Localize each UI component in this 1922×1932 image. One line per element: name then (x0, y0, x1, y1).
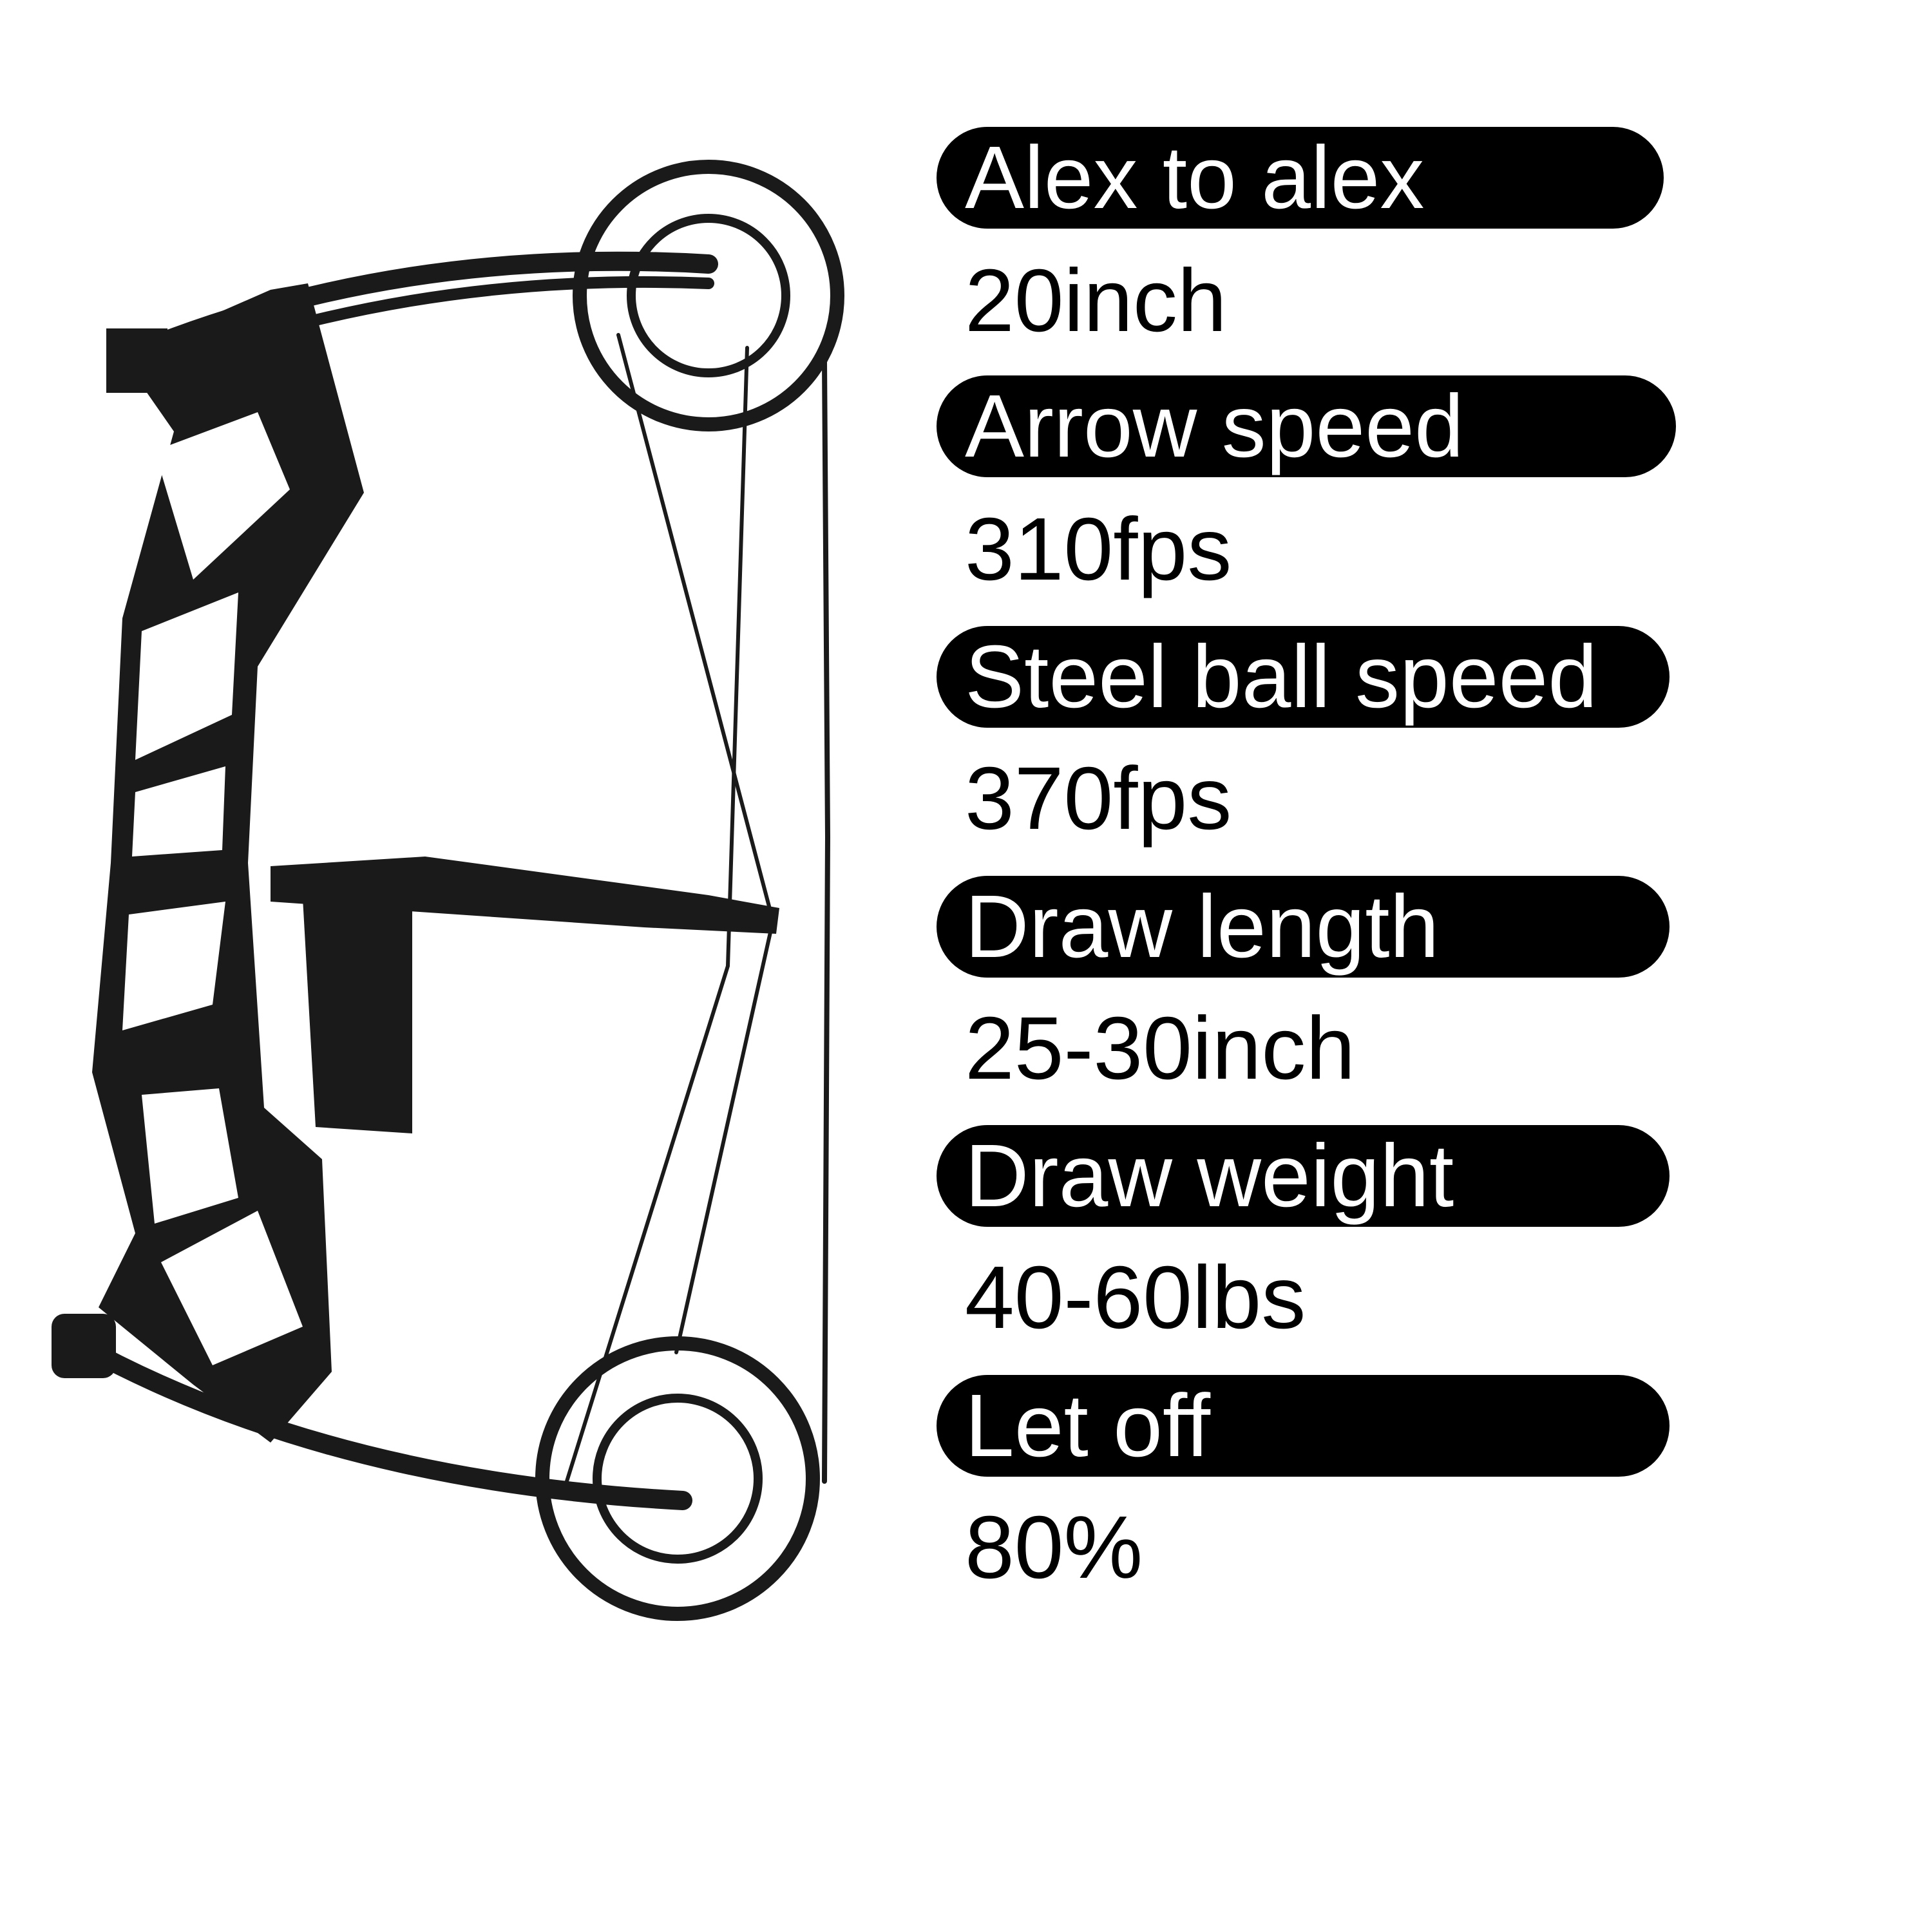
spec-label-let-off: Let off (937, 1375, 1670, 1477)
spec-label-axle-to-axle: Alex to alex (937, 127, 1664, 229)
cable-1 (616, 333, 775, 1354)
spec-value-let-off: 80% (965, 1498, 1143, 1597)
spec-value-steel-ball-speed: 370fps (965, 749, 1232, 848)
bottom-cam (535, 1336, 820, 1621)
spec-label-arrow-speed: Arrow speed (937, 375, 1676, 477)
cable-2 (565, 346, 749, 1483)
spec-label-text: Draw length (965, 877, 1440, 976)
spec-value-arrow-speed: 310fps (965, 500, 1232, 599)
arrow-shelf (271, 857, 779, 934)
spec-label-draw-weight: Draw weight (937, 1125, 1670, 1227)
spec-value-axle-to-axle: 20inch (965, 251, 1227, 350)
spec-label-text: Draw weight (965, 1126, 1454, 1226)
spec-label-steel-ball-speed: Steel ball speed (937, 626, 1670, 728)
spec-value-draw-length: 25-30inch (965, 999, 1356, 1098)
top-cam (573, 160, 844, 431)
spec-label-text: Arrow speed (965, 377, 1464, 476)
spec-value-draw-weight: 40-60lbs (965, 1248, 1306, 1347)
bowstring (822, 358, 830, 1484)
lower-limb (61, 1330, 692, 1510)
spec-label-draw-length: Draw length (937, 876, 1670, 978)
spec-label-text: Steel ball speed (965, 627, 1598, 726)
spec-label-text: Alex to alex (965, 128, 1425, 227)
spec-label-text: Let off (965, 1376, 1211, 1475)
grip (303, 898, 412, 1133)
